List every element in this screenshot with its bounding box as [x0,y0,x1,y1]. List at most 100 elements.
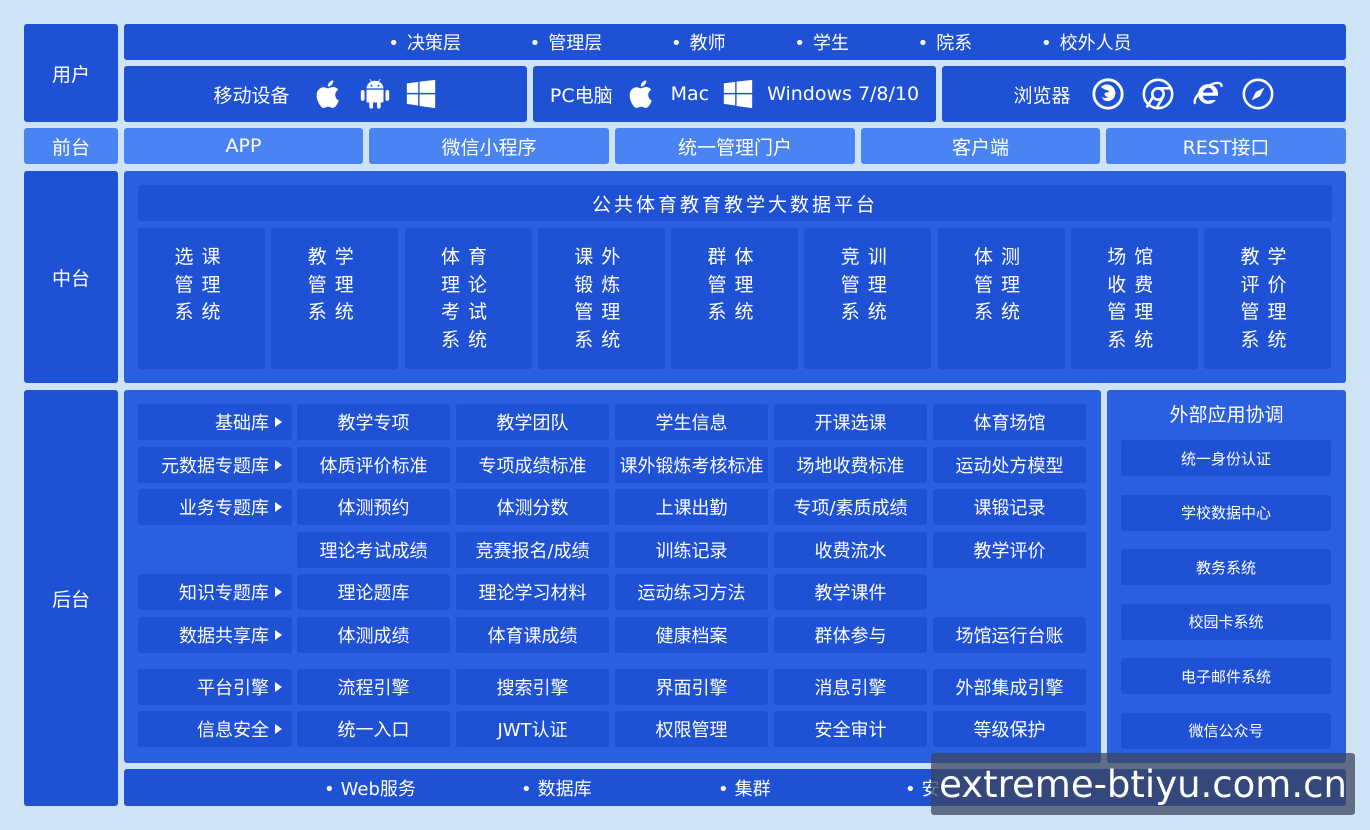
backend-cell: 教学评价 [933,532,1086,568]
system-card-line: 考试 [440,301,495,323]
backend-category-label: 基础库 [138,404,292,440]
backend-cell: 场地收费标准 [774,447,927,483]
external-title: 外部应用协调 [1169,404,1284,426]
system-card-line: 系统 [174,301,229,323]
device-mobile: 移动设备 [124,66,527,122]
backend-cell: 体育课成绩 [456,617,609,653]
backend-cell: 教学课件 [774,574,927,610]
system-card: 群体管理系统 [671,228,798,369]
user-role: 教师 [671,29,726,55]
backend-category-label: 元数据专题库 [138,447,292,483]
backend-cell: 理论考试成绩 [297,532,450,568]
system-card: 体育理论考试系统 [404,228,532,369]
device-pc-windows: Windows 7/8/10 [767,83,920,105]
backend-cell: 体测预约 [297,489,450,525]
infra-item: 集群 [718,775,771,801]
system-card: 课外锻炼管理系统 [537,228,665,369]
backend-category-text: 基础库 [215,413,269,434]
backend-cell: 教学团队 [456,404,609,440]
system-card-line: 体测 [973,246,1028,268]
system-card-line: 管理 [307,273,362,296]
ie-icon [1193,81,1223,105]
frontend-item: REST接口 [1106,128,1346,164]
frontend-item: APP [124,128,363,164]
system-card-line: 系统 [1107,328,1162,351]
section-user: 用户 [24,24,118,122]
backend-category-text: 知识专题库 [179,583,269,604]
backend-category-label: 知识专题库 [138,574,292,610]
system-card: 体测管理系统 [937,228,1065,369]
backend-cell: JWT认证 [456,711,609,747]
system-card-line: 系统 [973,301,1028,323]
system-card-line: 理论 [440,273,495,296]
system-card-line: 体育 [440,246,495,268]
backend-category-label: 数据共享库 [138,617,292,653]
system-card-line: 系统 [707,301,762,323]
backend-cell: 等级保护 [933,711,1086,747]
arrow-right-icon [275,630,282,640]
backend-cell: 场馆运行台账 [933,617,1086,653]
platform-title: 公共体育教育教学大数据平台 [138,185,1332,221]
backend-cell: 理论学习材料 [456,574,609,610]
backend-category-text: 数据共享库 [179,626,269,647]
backend-cell: 课锻记录 [933,489,1086,525]
backend-cell: 统一入口 [297,711,450,747]
system-card-line: 评价 [1240,273,1295,296]
section-frontend: 前台 [24,128,118,164]
user-role: 决策层 [388,29,461,55]
external-app-item: 电子邮件系统 [1121,658,1331,694]
backend-category-text: 平台引擎 [197,678,269,699]
backend-category-text: 业务专题库 [179,498,269,519]
windows-icon [406,79,435,109]
backend-category-label: 业务专题库 [138,489,292,525]
system-card-line: 系统 [440,328,495,351]
external-app-item: 统一身份认证 [1121,440,1331,476]
backend-cell: 教学专项 [297,404,450,440]
backend-cell: 运动练习方法 [615,574,768,610]
apple-icon [316,80,339,108]
device-pc-mac: Mac [670,83,710,105]
external-app-item: 校园卡系统 [1121,603,1331,640]
system-card-line: 系统 [1240,328,1295,351]
firefox-icon [1091,78,1124,110]
backend-cell: 竞赛报名/成绩 [456,532,609,568]
backend-cell: 搜索引擎 [456,669,609,705]
system-card-line: 管理 [707,273,762,296]
backend-cell: 界面引擎 [615,669,768,705]
system-card-line: 收费 [1107,273,1162,296]
chrome-icon [1142,78,1173,110]
backend-cell: 训练记录 [615,532,768,568]
infra-item: 数据库 [521,775,592,801]
external-app-item: 微信公众号 [1121,712,1331,749]
frontend-item: 微信小程序 [369,128,609,164]
android-icon [360,78,389,109]
system-card-line: 教学 [1240,246,1295,268]
backend-cell: 体测分数 [456,489,609,525]
system-card-line: 教学 [307,246,362,268]
device-pc-label: PC电脑 [549,84,613,107]
device-browser: 浏览器 [942,66,1346,122]
user-roles-bar: 决策层 管理层 教师 学生 院系 校外人员 [124,24,1346,60]
backend-cell: 体育场馆 [933,404,1086,440]
system-card-line: 管理 [973,273,1028,296]
backend-category-label: 平台引擎 [138,669,292,705]
system-card-line: 系统 [574,328,629,351]
system-card-line: 管理 [574,301,629,323]
system-card-line: 选课 [174,246,229,268]
backend-category-label: 信息安全 [138,711,292,747]
user-role: 校外人员 [1041,29,1132,55]
backend-cell: 流程引擎 [297,669,450,705]
backend-cell: 理论题库 [297,574,450,610]
arrow-right-icon [275,460,282,470]
backend-cell: 权限管理 [615,711,768,747]
system-card-line: 管理 [1240,301,1295,323]
section-middle: 中台 [24,171,118,383]
backend-cell: 专项成绩标准 [456,447,609,483]
backend-cell: 上课出勤 [615,489,768,525]
windows-icon [723,79,753,109]
backend-cell: 学生信息 [615,404,768,440]
system-card-line: 系统 [307,301,362,323]
backend-cell: 专项/素质成绩 [774,489,927,525]
system-card: 竞训管理系统 [804,228,932,369]
system-card-line: 管理 [174,273,229,296]
